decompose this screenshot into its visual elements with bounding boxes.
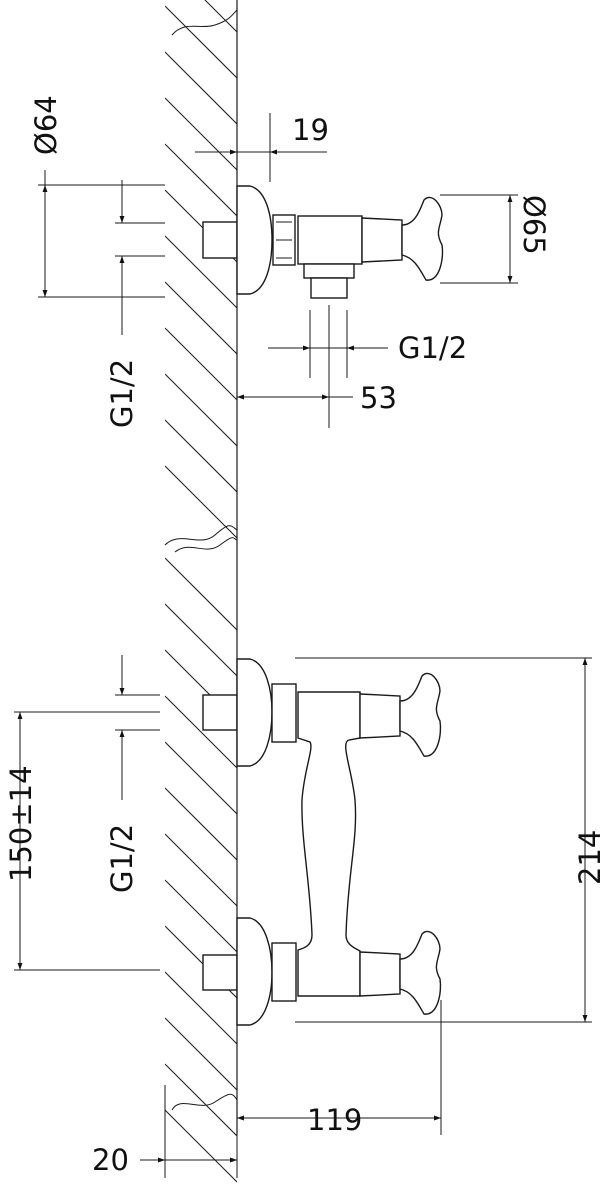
cross-handle-upper xyxy=(399,672,442,757)
label-outlet-distance: 53 xyxy=(360,381,397,415)
label-handle-diameter: Ø65 xyxy=(517,195,551,255)
hatch-line xyxy=(165,5,237,79)
inlet-nipple-upper xyxy=(202,694,238,731)
inlet-nipple xyxy=(202,221,238,259)
valve-body xyxy=(297,215,363,265)
escutcheon-upper xyxy=(236,658,273,767)
hatch-line xyxy=(165,235,237,309)
hatch-line xyxy=(165,51,237,125)
outlet-spigot xyxy=(310,277,348,299)
hex-nut-lower xyxy=(271,942,297,1002)
label-flange-diameter: Ø64 xyxy=(29,95,63,155)
hatch-line xyxy=(165,741,237,815)
wall-section xyxy=(164,0,238,1183)
hatch-line xyxy=(165,281,237,355)
hatch-line xyxy=(165,1109,237,1183)
angle-valve xyxy=(202,185,444,299)
hatch-line xyxy=(165,1063,237,1137)
hex-nut-upper xyxy=(271,683,297,743)
hatch-line xyxy=(165,557,237,631)
hatch-line xyxy=(165,1017,237,1091)
outlet-collar xyxy=(303,263,355,279)
label-wall-offset: 19 xyxy=(292,113,329,147)
label-inlet-thread-bottom: G1/2 xyxy=(105,824,139,893)
label-inlet-thread-top: G1/2 xyxy=(105,359,139,428)
hatch-line xyxy=(165,97,237,171)
label-projection: 119 xyxy=(307,1103,362,1137)
cartridge xyxy=(361,217,403,263)
label-overall-height: 214 xyxy=(573,830,607,885)
cartridge-upper xyxy=(359,693,401,739)
hatch-line xyxy=(165,419,237,493)
hatch-line xyxy=(165,143,237,217)
wall-hatching xyxy=(165,0,237,1183)
hatch-line xyxy=(165,603,237,677)
hatch-line xyxy=(165,465,237,539)
break-line-bottom xyxy=(171,1093,238,1111)
mixer xyxy=(202,658,442,1026)
hatch-line xyxy=(165,695,237,769)
escutcheon-lower xyxy=(236,917,273,1026)
cross-handle-lower xyxy=(399,930,442,1015)
hatch-line xyxy=(165,879,237,953)
hatch-line xyxy=(165,971,237,1045)
escutcheon xyxy=(236,185,273,295)
hatch-line xyxy=(165,373,237,447)
hatch-line xyxy=(165,787,237,861)
hatch-line xyxy=(165,327,237,401)
hatch-line xyxy=(204,0,237,33)
break-line-top xyxy=(171,9,238,36)
break-line-middle xyxy=(164,525,238,553)
label-outlet-thread: G1/2 xyxy=(398,331,467,365)
dimension-lines xyxy=(14,113,592,1178)
mixer-body xyxy=(297,691,361,997)
label-center-distance: 150±14 xyxy=(4,765,38,882)
cartridge-lower xyxy=(359,951,401,997)
label-wall-thickness: 20 xyxy=(92,1143,129,1177)
inlet-nipple-lower xyxy=(202,954,238,991)
cross-handle xyxy=(401,196,444,281)
hatch-line xyxy=(165,833,237,907)
